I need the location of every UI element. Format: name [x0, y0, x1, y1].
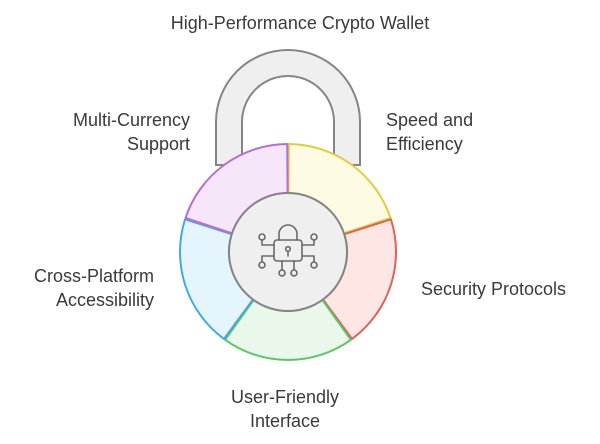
label-speed-and-efficiency: Speed and Efficiency [386, 108, 473, 156]
label-line: Cross-Platform [33, 266, 154, 286]
padlock-shackle [215, 49, 361, 166]
ring-segments [179, 143, 397, 361]
label-line: Security Protocols [421, 279, 567, 299]
label-line: Speed and [386, 110, 474, 130]
label-line: Support [126, 134, 190, 154]
label-user-friendly-interface: User-Friendly Interface [185, 385, 385, 433]
label-security-protocols: Security Protocols [421, 277, 566, 301]
diagram-title: High-Performance Crypto Wallet [170, 13, 430, 33]
label-line: Efficiency [386, 134, 463, 154]
circuit-padlock-icon [258, 224, 318, 277]
label-line: Accessibility [55, 290, 154, 310]
label-line: User-Friendly [230, 387, 340, 407]
label-multi-currency-support: Multi-Currency Support [20, 108, 190, 156]
label-line: Multi-Currency [72, 110, 190, 130]
label-cross-platform-accessibility: Cross-Platform Accessibility [10, 264, 154, 312]
label-line: Interface [249, 411, 321, 431]
